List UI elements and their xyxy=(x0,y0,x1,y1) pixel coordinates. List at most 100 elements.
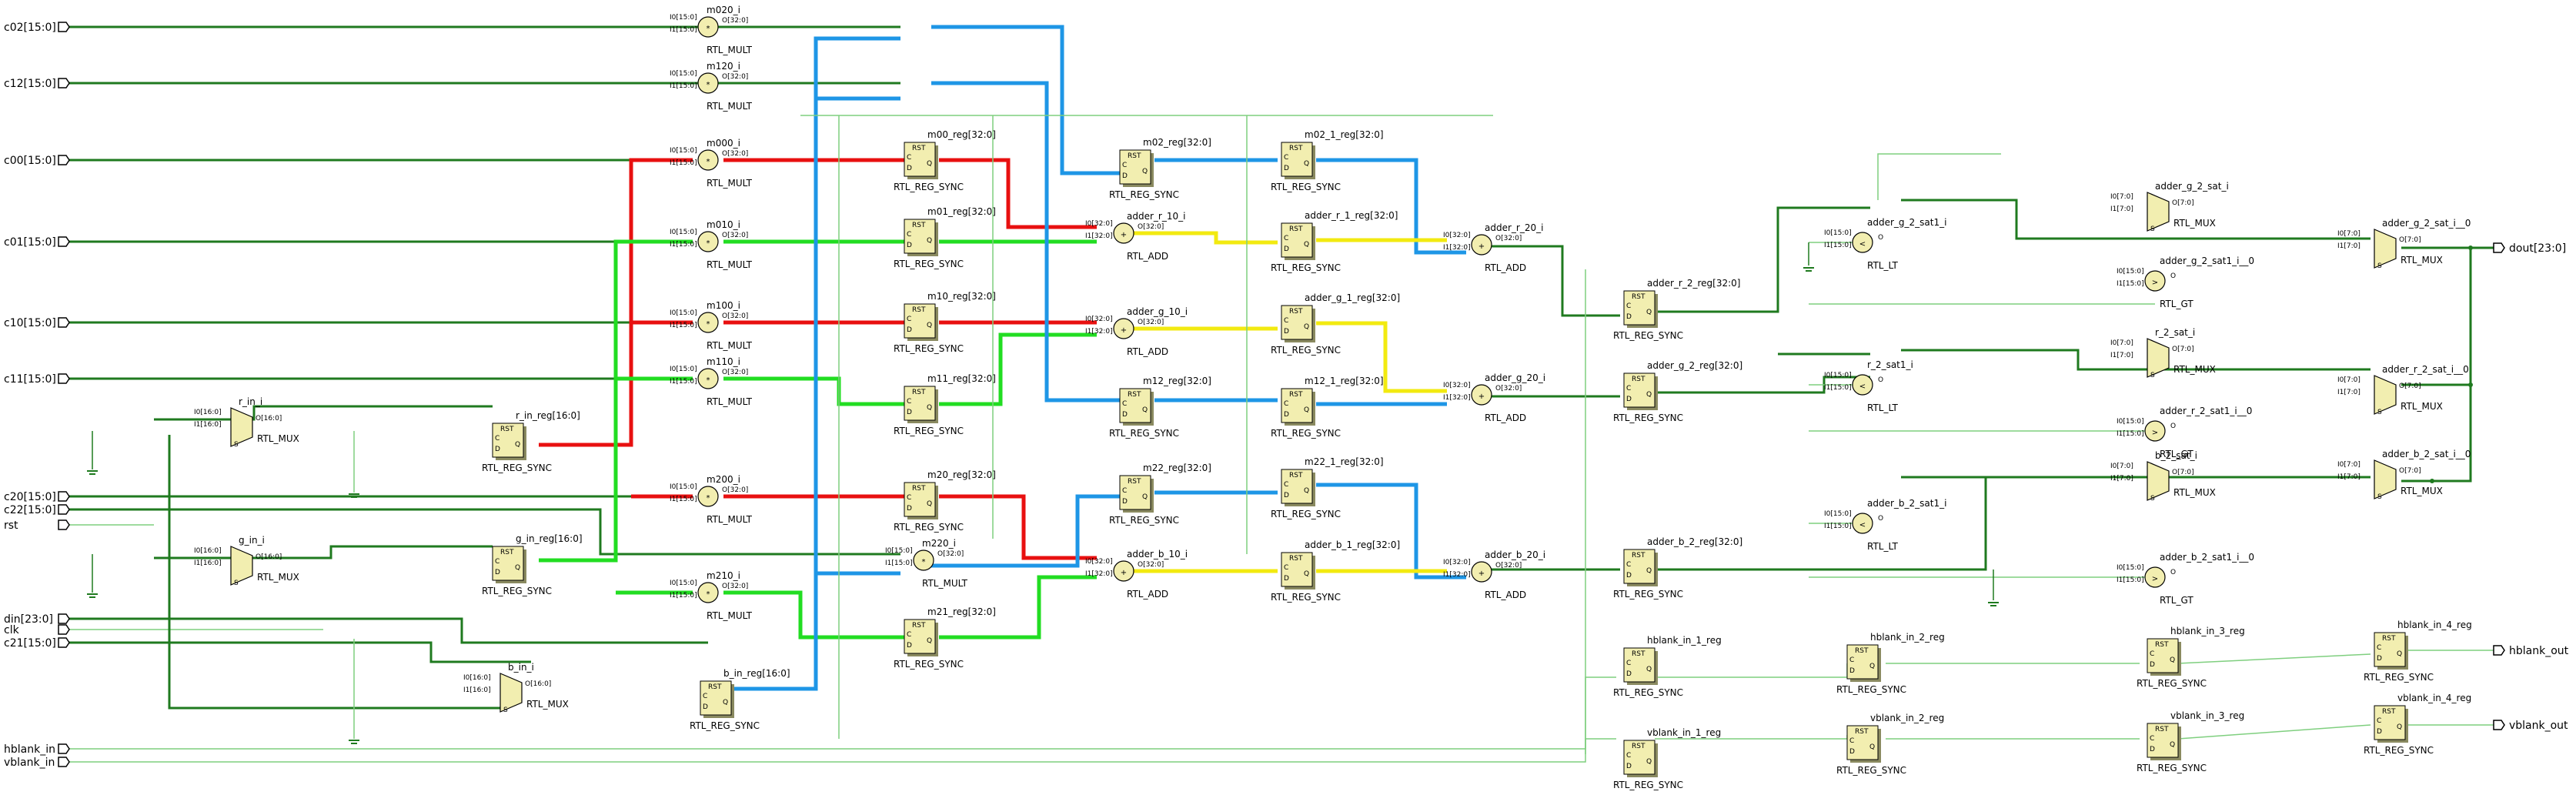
pin-label: RST xyxy=(1289,391,1303,399)
cell-type: RTL_MUX xyxy=(2173,218,2216,229)
register-symbol xyxy=(2147,638,2179,673)
pin-label: I0[15:0] xyxy=(1824,229,1852,237)
pin-label: O[32:0] xyxy=(722,17,748,25)
cell-type: RTL_MULT xyxy=(707,396,753,407)
pin-label: RST xyxy=(1632,376,1645,383)
port-label: c10[15:0] xyxy=(4,317,56,329)
pin-label: I0[15:0] xyxy=(885,547,913,555)
instance-name: adder_r_2_reg[32:0] xyxy=(1647,278,1740,289)
operator-label: < xyxy=(1859,382,1866,391)
pin-label: Q xyxy=(927,637,932,645)
register-symbol xyxy=(904,482,936,517)
cells: c02[15:0]c12[15:0]c00[15:0]c01[15:0]c10[… xyxy=(4,5,2569,790)
pin-label: Q xyxy=(515,564,520,572)
register-symbol xyxy=(904,142,936,177)
pin-label: RST xyxy=(912,485,926,493)
pin-label: S xyxy=(2377,493,2382,501)
register-symbol xyxy=(2374,705,2406,740)
wire xyxy=(69,641,531,663)
operator-label: > xyxy=(2152,575,2158,583)
operator-label: + xyxy=(1121,326,1127,335)
instance-name: r_2_sat_i xyxy=(2155,327,2195,338)
pin-label: C xyxy=(907,231,911,239)
instance-name: vblank_in_4_reg xyxy=(2397,693,2471,703)
input-port-icon xyxy=(58,624,70,635)
port-label: rst xyxy=(4,519,18,532)
pin-label: RST xyxy=(2155,641,2169,649)
wire xyxy=(2177,653,2371,664)
instance-name: m02_reg[32:0] xyxy=(1143,137,1211,148)
pin-label: RST xyxy=(2382,635,2396,643)
pin-label: D xyxy=(907,409,912,416)
pin-label: D xyxy=(1626,396,1632,403)
wire xyxy=(1316,321,1447,393)
wire xyxy=(69,738,1616,763)
multiplier-symbol xyxy=(697,231,719,252)
input-port-icon xyxy=(58,637,70,648)
pin-label: D xyxy=(2150,746,2155,753)
pin-label: D xyxy=(1284,165,1289,172)
cell-type: RTL_MUX xyxy=(2173,364,2216,375)
pin-label: I1[32:0] xyxy=(1443,571,1471,579)
pin-label: C xyxy=(1626,561,1631,569)
multiplier-symbol xyxy=(697,582,719,603)
cell-type: RTL_MUX xyxy=(526,699,569,710)
pin-label: D xyxy=(495,569,500,576)
pin-label: I1[15:0] xyxy=(670,241,697,249)
instance-name: adder_g_2_sat_i xyxy=(2155,181,2229,192)
pin-label: C xyxy=(907,494,911,502)
wire xyxy=(2177,724,2371,740)
pin-label: Q xyxy=(1304,570,1309,578)
instance-name: m120_i xyxy=(707,61,740,72)
nets xyxy=(69,25,2494,763)
pin-label: Q xyxy=(1142,406,1148,414)
pin-label: Q xyxy=(1142,168,1148,175)
wire xyxy=(1316,483,1466,580)
pin-label: O[32:0] xyxy=(1138,561,1164,569)
register-symbol xyxy=(1119,149,1151,185)
instance-name: adder_g_10_i xyxy=(1127,306,1188,317)
cell-type: RTL_LT xyxy=(1867,402,1899,413)
comparator-symbol xyxy=(1852,513,1873,534)
multiplier-symbol xyxy=(697,72,719,94)
multiplier-symbol xyxy=(697,312,719,333)
pin-label: RST xyxy=(1128,391,1141,399)
pin-label: D xyxy=(1284,411,1289,419)
port-label: c01[15:0] xyxy=(4,236,56,249)
pin-label: O[7:0] xyxy=(2172,199,2194,207)
pin-label: RST xyxy=(2382,708,2396,716)
input-port-icon xyxy=(58,373,70,384)
register-symbol xyxy=(1281,388,1313,423)
register-symbol xyxy=(2374,632,2406,667)
port-label: din[23:0] xyxy=(4,613,53,626)
pin-label: I1[15:0] xyxy=(670,378,697,386)
cell-type: RTL_REG_SYNC xyxy=(894,182,964,192)
pin-label: Q xyxy=(1304,160,1309,168)
wire xyxy=(939,158,1097,229)
pin-label: Q xyxy=(1304,241,1309,249)
register-symbol xyxy=(700,680,732,716)
pin-label: O[32:0] xyxy=(722,486,748,494)
wire xyxy=(154,405,493,421)
pin-label: O[16:0] xyxy=(525,680,551,688)
cell-type: RTL_REG_SYNC xyxy=(894,659,964,670)
pin-label: D xyxy=(1626,670,1632,678)
pin-label: D xyxy=(1122,411,1128,419)
instance-name: m020_i xyxy=(707,5,740,15)
pin-label: I1[32:0] xyxy=(1443,394,1471,402)
cell-type: RTL_REG_SYNC xyxy=(894,259,964,269)
operator-label: * xyxy=(707,25,710,33)
pin-label: D xyxy=(703,703,708,711)
pin-label: D xyxy=(1284,246,1289,253)
pin-label: O[32:0] xyxy=(1138,223,1164,231)
pin-label: I0[15:0] xyxy=(670,309,697,317)
cell-type: RTL_REG_SYNC xyxy=(1613,413,1683,423)
instance-name: adder_b_2_sat1_i__0 xyxy=(2160,552,2254,563)
instance-name: adder_g_2_reg[32:0] xyxy=(1647,360,1742,371)
cell-type: RTL_MULT xyxy=(707,514,753,525)
register-symbol xyxy=(1281,469,1313,504)
instance-name: r_in_i xyxy=(239,396,262,407)
pin-label: C xyxy=(1849,656,1854,664)
operator-label: * xyxy=(707,590,710,599)
register-symbol xyxy=(1623,740,1656,775)
